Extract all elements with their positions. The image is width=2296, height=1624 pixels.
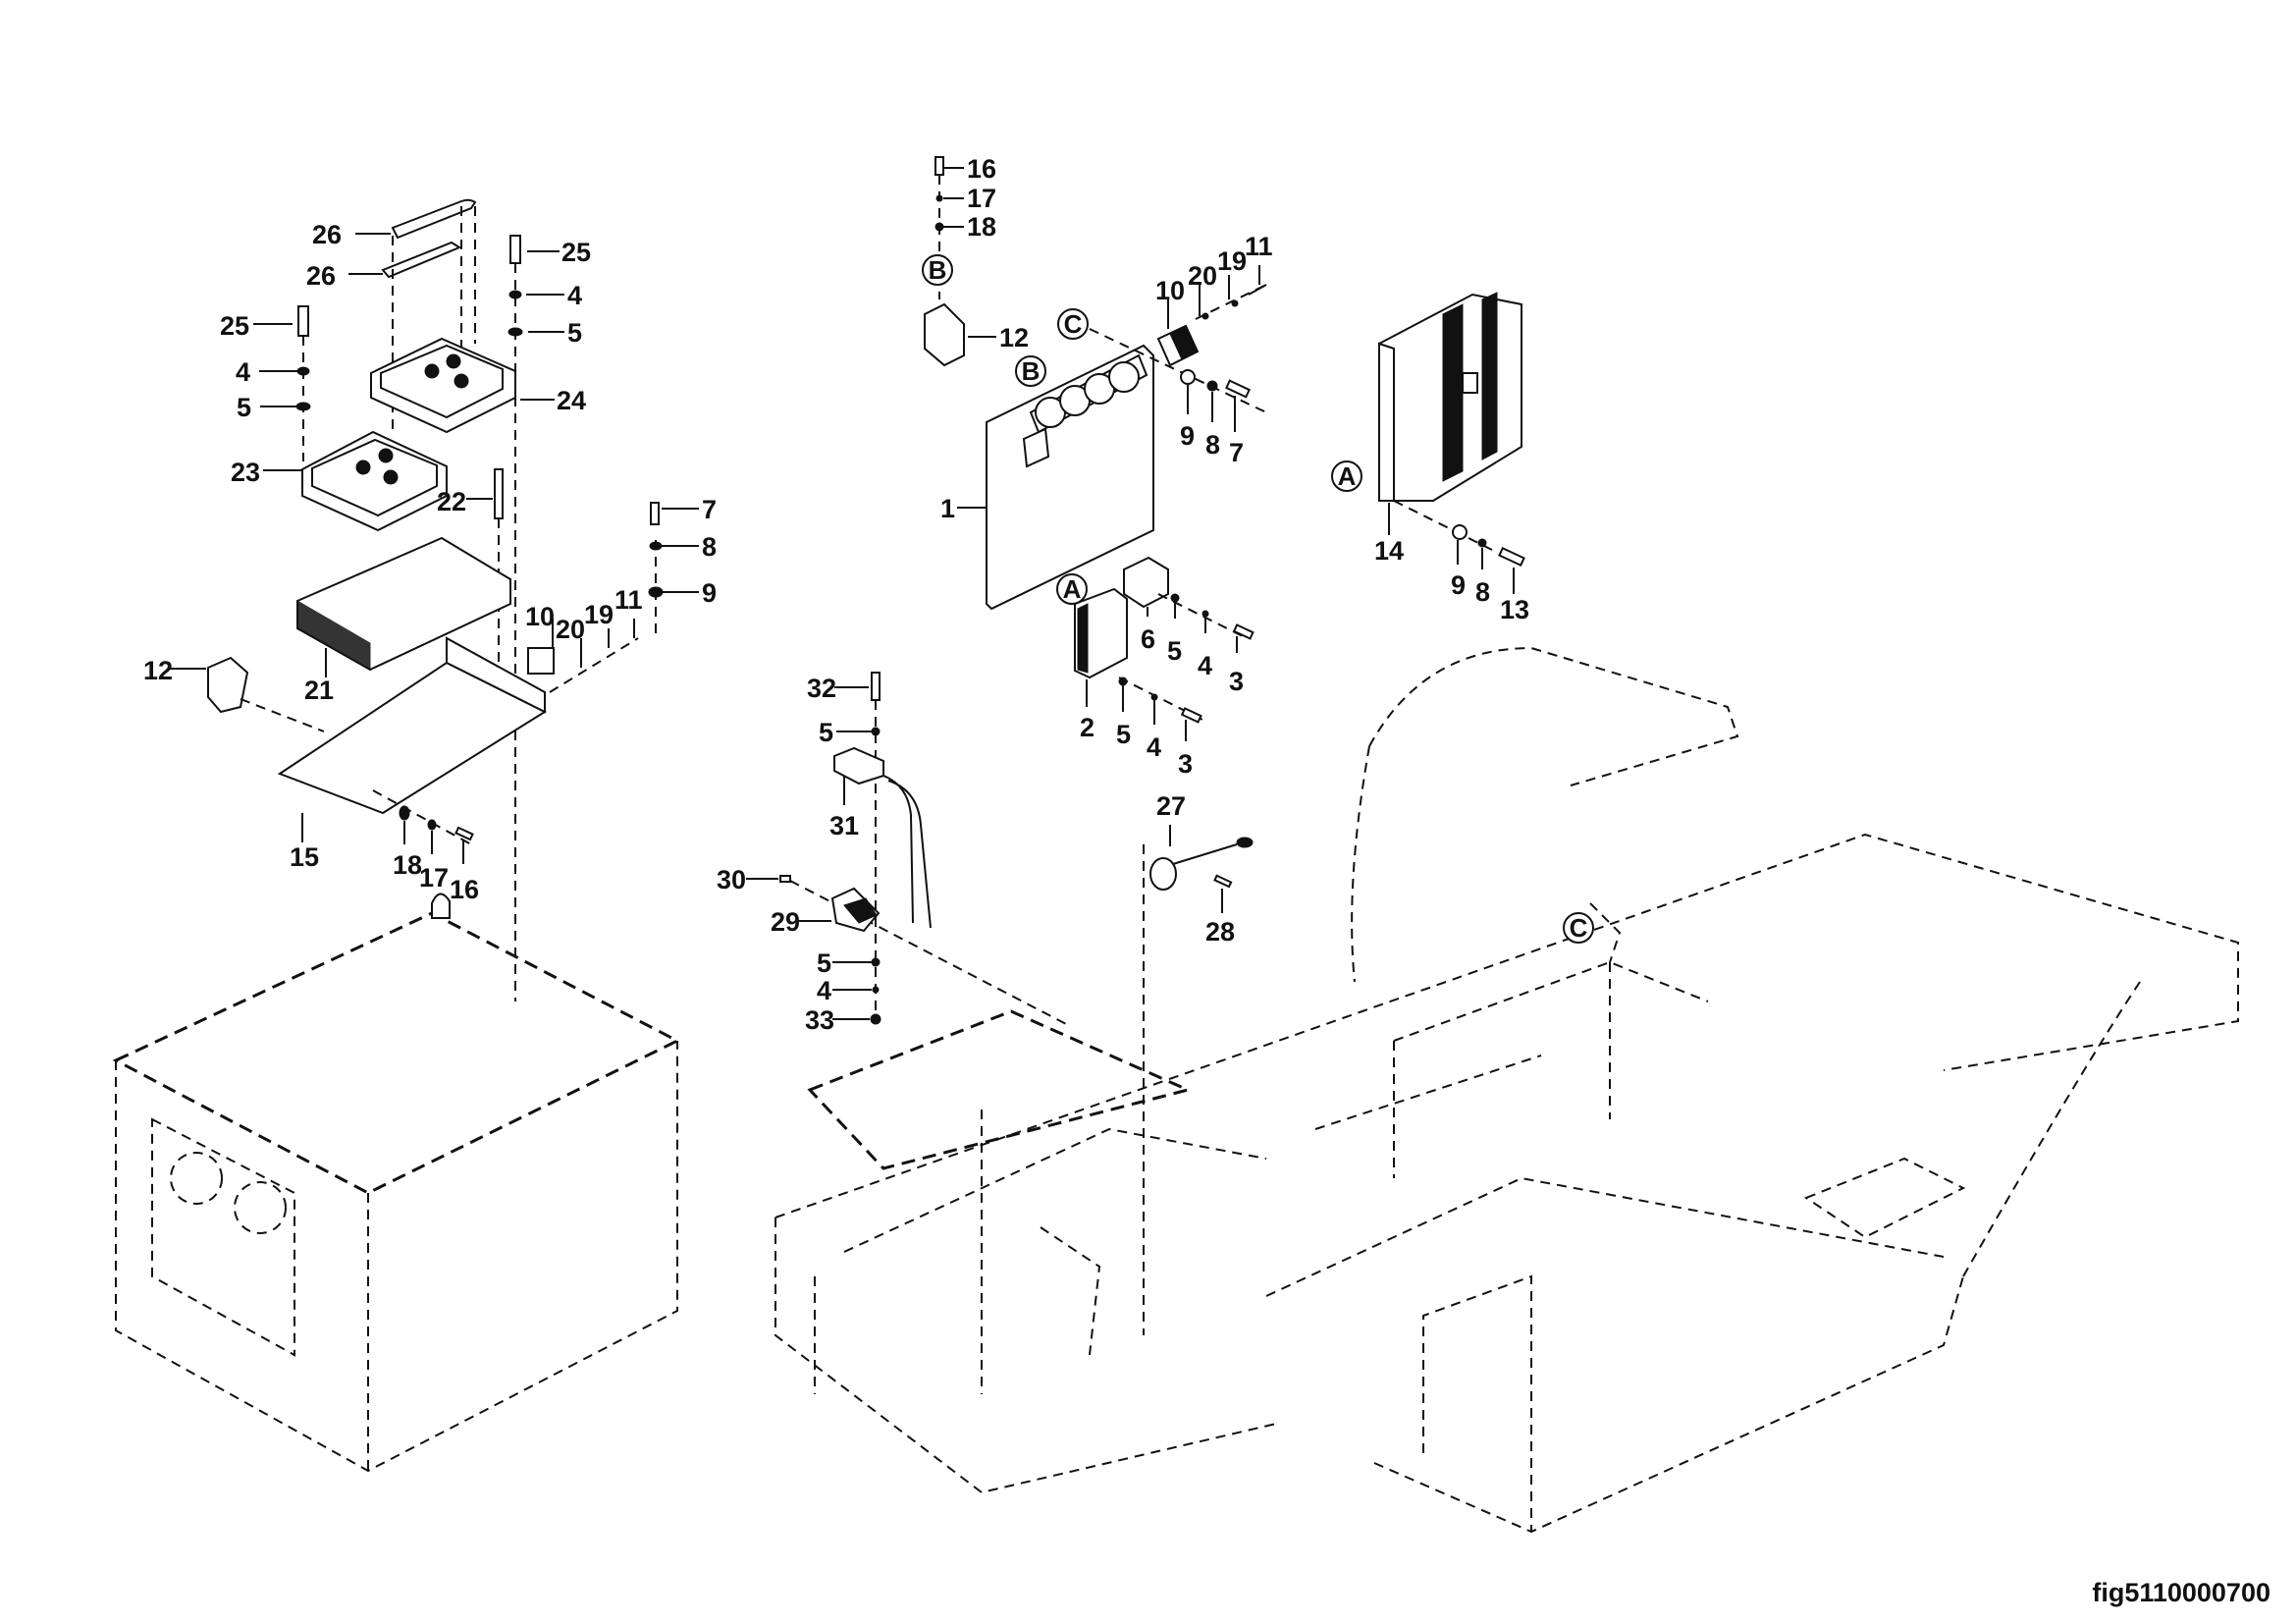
svg-text:C: C — [1064, 309, 1083, 339]
svg-text:C: C — [1570, 913, 1588, 943]
label-20: 20 — [1188, 261, 1217, 291]
label-31: 31 — [829, 811, 859, 840]
handle-26-upper — [391, 198, 477, 240]
contactor-12-mid — [924, 302, 965, 367]
label-24: 24 — [557, 386, 586, 415]
label-7: 7 — [1229, 438, 1244, 467]
label-5: 5 — [1167, 636, 1182, 666]
label-4: 4 — [567, 281, 582, 310]
module-6 — [1123, 556, 1169, 609]
label-4: 4 — [236, 357, 250, 387]
label-16: 16 — [450, 875, 479, 904]
label-5: 5 — [817, 948, 831, 978]
label-10: 10 — [1155, 276, 1185, 305]
label-21: 21 — [304, 676, 334, 705]
label-26: 26 — [312, 220, 342, 249]
label-3: 3 — [1178, 749, 1193, 779]
label-3: 3 — [1229, 667, 1244, 696]
fuse-10-left — [527, 647, 555, 675]
label-17: 17 — [419, 863, 449, 893]
label-30: 30 — [717, 865, 746, 894]
label-25: 25 — [220, 311, 249, 341]
callout-B-panel: B — [1015, 355, 1046, 387]
callout-C-panel: C — [1057, 308, 1089, 340]
label-15: 15 — [290, 842, 319, 872]
label-4: 4 — [1198, 651, 1212, 680]
label-32: 32 — [807, 674, 836, 703]
svg-text:B: B — [1022, 356, 1041, 386]
heatsink-plate-21 — [296, 536, 511, 672]
label-26: 26 — [306, 261, 336, 291]
controller-23 — [301, 430, 448, 532]
handle-26-lower — [381, 241, 462, 279]
label-8: 8 — [702, 532, 717, 562]
label-12: 12 — [999, 323, 1029, 352]
label-33: 33 — [805, 1005, 834, 1035]
label-5: 5 — [819, 718, 833, 747]
mounting-panel-1 — [986, 344, 1154, 611]
label-14: 14 — [1374, 536, 1404, 566]
connector-31 — [833, 746, 932, 929]
label-22: 22 — [437, 487, 466, 516]
horn-27 — [1149, 837, 1254, 891]
label-29: 29 — [771, 907, 800, 937]
label-1: 1 — [940, 494, 955, 523]
label-19: 19 — [584, 600, 614, 629]
truck-chassis — [774, 646, 2239, 1534]
figure-id: fig5110000700 — [2092, 1578, 2270, 1607]
label-2: 2 — [1080, 713, 1095, 742]
label-4: 4 — [817, 976, 831, 1005]
label-18: 18 — [393, 850, 422, 880]
label-17: 17 — [967, 184, 996, 213]
contactor-12-left — [207, 656, 249, 714]
fuse-10-mid — [1156, 324, 1200, 367]
label-10: 10 — [525, 602, 555, 631]
label-5: 5 — [1116, 720, 1131, 749]
label-9: 9 — [1180, 421, 1195, 451]
label-11: 11 — [614, 585, 643, 615]
label-5: 5 — [567, 318, 582, 348]
mounting-plate-15 — [277, 636, 548, 815]
label-6: 6 — [1141, 624, 1155, 654]
callout-C-chassis: C — [1563, 912, 1594, 944]
label-18: 18 — [967, 212, 996, 242]
label-16: 16 — [967, 154, 996, 184]
label-11: 11 — [1245, 232, 1273, 261]
label-5: 5 — [237, 393, 251, 422]
label-9: 9 — [1451, 570, 1466, 600]
label-25: 25 — [561, 238, 591, 267]
module-2 — [1074, 587, 1128, 679]
label-27: 27 — [1156, 791, 1186, 821]
bracket-29 — [830, 887, 881, 933]
label-12: 12 — [143, 656, 173, 685]
callout-B-top: B — [922, 254, 953, 286]
svg-text:B: B — [929, 255, 947, 285]
label-19: 19 — [1217, 246, 1247, 276]
label-28: 28 — [1205, 917, 1235, 947]
leaders-left — [253, 233, 564, 500]
label-8: 8 — [1205, 430, 1220, 460]
label-20: 20 — [556, 615, 585, 644]
label-8: 8 — [1475, 577, 1490, 607]
label-7: 7 — [702, 495, 717, 524]
callout-A-controller: A — [1331, 460, 1362, 492]
battery-box — [112, 893, 681, 1473]
controller-24 — [370, 337, 516, 434]
callout-A-panel: A — [1056, 573, 1088, 605]
motor-controller-14 — [1378, 292, 1522, 502]
label-4: 4 — [1147, 732, 1161, 762]
svg-text:A: A — [1063, 574, 1082, 604]
svg-text:A: A — [1338, 461, 1357, 491]
part-labels: 26 26 25 25 4 4 5 5 24 23 22 21 12 10 20… — [143, 154, 1529, 1035]
label-9: 9 — [702, 578, 717, 608]
label-23: 23 — [231, 458, 260, 487]
label-13: 13 — [1500, 595, 1529, 624]
